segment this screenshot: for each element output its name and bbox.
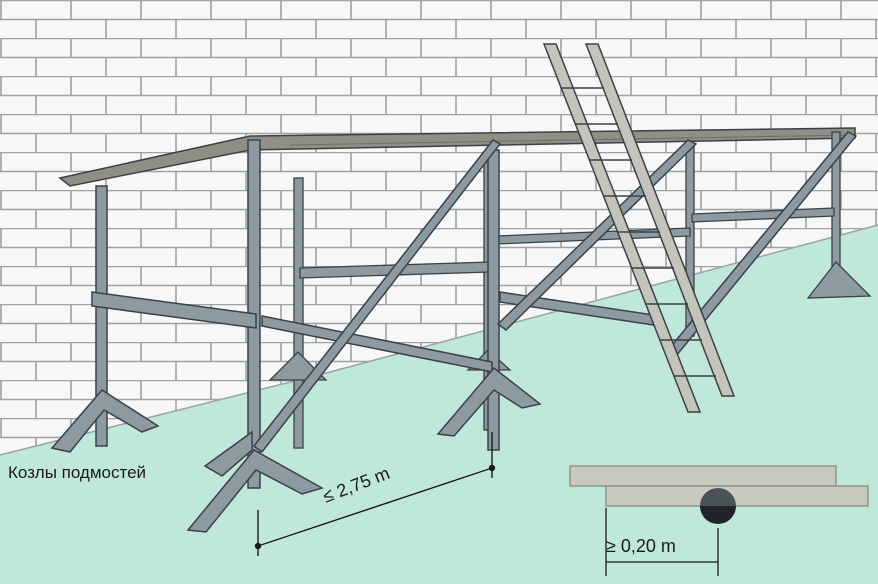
ladder-rail-left — [542, 43, 702, 413]
ladder-icon — [542, 43, 736, 413]
span-end-left — [254, 542, 262, 550]
lower-board — [605, 485, 869, 507]
scaffold-trestle-front — [50, 131, 858, 533]
trestle-label: Козлы подмостей — [8, 463, 147, 482]
wall-base-line — [0, 224, 878, 456]
front-post-1 — [95, 185, 108, 447]
front-foot-1 — [50, 389, 160, 453]
rear-foot-3 — [806, 261, 872, 299]
span-end-right — [488, 464, 496, 472]
diagonal-brace-1 — [252, 139, 502, 454]
ladder-rail-right — [584, 43, 736, 397]
brace-left — [203, 430, 253, 477]
deck-board-seam — [289, 134, 856, 146]
min-overlap-label: ≥ 0,20 m — [606, 536, 676, 556]
front-crossbar-1 — [91, 291, 257, 329]
front-post-3 — [487, 149, 500, 451]
board-overlap-icon — [569, 465, 869, 576]
rear-post-1 — [293, 177, 304, 449]
upper-board — [569, 465, 837, 487]
support-beam-top — [700, 488, 736, 506]
front-foot-3 — [436, 366, 542, 437]
brick-wall-icon — [0, 0, 878, 455]
span-dimension-line — [257, 467, 493, 547]
support-beam-bottom — [700, 506, 736, 524]
front-foot-2 — [186, 449, 324, 533]
span-dimension — [254, 432, 496, 556]
